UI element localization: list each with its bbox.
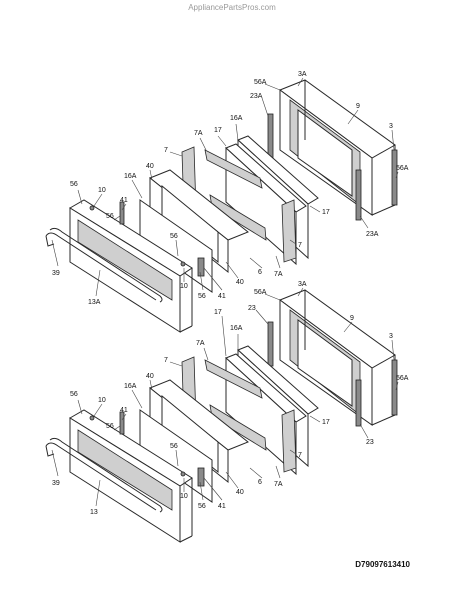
lower-label: 41 (120, 407, 128, 414)
lower-clip-41 (197, 467, 205, 487)
lower-label: 13 (90, 509, 98, 516)
lower-label: 16A (124, 383, 137, 390)
upper-label: 7A (274, 271, 283, 278)
upper-label: 40 (146, 163, 154, 170)
upper-label: 23A (250, 93, 263, 100)
upper-door-handle (45, 227, 163, 303)
lower-label: 23 (248, 305, 256, 312)
upper-label: 23A (366, 231, 379, 238)
upper-label: 56 (170, 233, 178, 240)
upper-label: 7 (298, 242, 302, 249)
lower-inner-door-frame (278, 289, 396, 426)
lower-label: 6 (258, 479, 262, 486)
upper-hinge-right (391, 149, 398, 206)
lower-door-assembly: 56A 3A 23 9 17 16A 3 7A 56A 7 40 16A 56 … (45, 281, 409, 543)
lower-bracket-41 (119, 411, 125, 435)
lower-label: 56 (198, 503, 206, 510)
upper-inner-door-frame (278, 79, 396, 216)
upper-spacer-7-right (281, 199, 297, 263)
upper-screw-10b (180, 261, 186, 267)
upper-label: 56A (396, 165, 409, 172)
lower-label: 56 (170, 443, 178, 450)
lower-label: 7 (164, 357, 168, 364)
lower-label: 40 (236, 489, 244, 496)
lower-label: 56A (254, 289, 267, 296)
lower-label: 7 (298, 452, 302, 459)
lower-label: 16A (230, 325, 243, 332)
upper-label: 41 (218, 293, 226, 300)
lower-label: 23 (366, 439, 374, 446)
lower-screw-10 (89, 415, 95, 421)
lower-label: 17 (214, 309, 222, 316)
upper-bracket-41 (119, 201, 125, 225)
upper-label: 56 (106, 213, 114, 220)
upper-label: 6 (258, 269, 262, 276)
lower-door-handle (45, 437, 163, 513)
lower-hinge-right (391, 359, 398, 416)
lower-spacer-7a (204, 359, 263, 399)
upper-label: 3 (389, 123, 393, 130)
lower-label: 3A (298, 281, 307, 288)
upper-label: 9 (356, 103, 360, 110)
upper-leader-lines (51, 77, 399, 297)
lower-label: 41 (218, 503, 226, 510)
upper-label: 39 (52, 270, 60, 277)
upper-screw-10 (89, 205, 95, 211)
upper-label: 16A (124, 173, 137, 180)
upper-label: 41 (120, 197, 128, 204)
lower-label: 9 (350, 315, 354, 322)
upper-part-labels: 56A 3A 23A 9 3 7A 17 16A 7 56A 40 16A 56… (52, 71, 409, 306)
lower-label: 56 (106, 423, 114, 430)
lower-label: 10 (180, 493, 188, 500)
upper-spacer-7a (204, 149, 263, 189)
upper-hinge-left (267, 113, 274, 159)
diagram-code: D79097613410 (355, 560, 410, 569)
lower-label: 56A (396, 375, 409, 382)
upper-label: 13A (88, 299, 101, 306)
upper-glass-56 (139, 199, 213, 293)
lower-label: 17 (322, 419, 330, 426)
lower-hinge-left (267, 321, 274, 367)
upper-door-assembly: 56A 3A 23A 9 3 7A 17 16A 7 56A 40 16A 56… (45, 71, 409, 333)
upper-outer-door (69, 199, 193, 333)
lower-label: 7A (196, 340, 205, 347)
lower-glass-56 (139, 409, 213, 503)
lower-leader-lines (51, 287, 399, 507)
upper-label: 16A (230, 115, 243, 122)
lower-outer-door (69, 409, 193, 543)
upper-label: 7 (164, 147, 168, 154)
lower-spacer-7-right (281, 409, 297, 473)
upper-label: 10 (98, 187, 106, 194)
upper-hinge-23a (355, 169, 362, 221)
upper-label: 40 (236, 279, 244, 286)
lower-label: 39 (52, 480, 60, 487)
site-watermark: AppliancePartsPros.com (188, 3, 276, 12)
lower-label: 7A (274, 481, 283, 488)
upper-clip-41 (197, 257, 205, 277)
upper-label: 7A (194, 130, 203, 137)
lower-part-labels: 56A 3A 23 9 17 16A 3 7A 56A 7 40 16A 56 … (52, 281, 409, 516)
upper-label: 56 (198, 293, 206, 300)
lower-label: 40 (146, 373, 154, 380)
lower-label: 10 (98, 397, 106, 404)
lower-label: 56 (70, 391, 78, 398)
lower-hinge-23 (355, 379, 362, 427)
upper-label: 10 (180, 283, 188, 290)
upper-label: 17 (214, 127, 222, 134)
lower-label: 3 (389, 333, 393, 340)
lower-screw-10b (180, 471, 186, 477)
upper-label: 17 (322, 209, 330, 216)
upper-label: 56A (254, 79, 267, 86)
upper-label: 3A (298, 71, 307, 78)
upper-label: 56 (70, 181, 78, 188)
